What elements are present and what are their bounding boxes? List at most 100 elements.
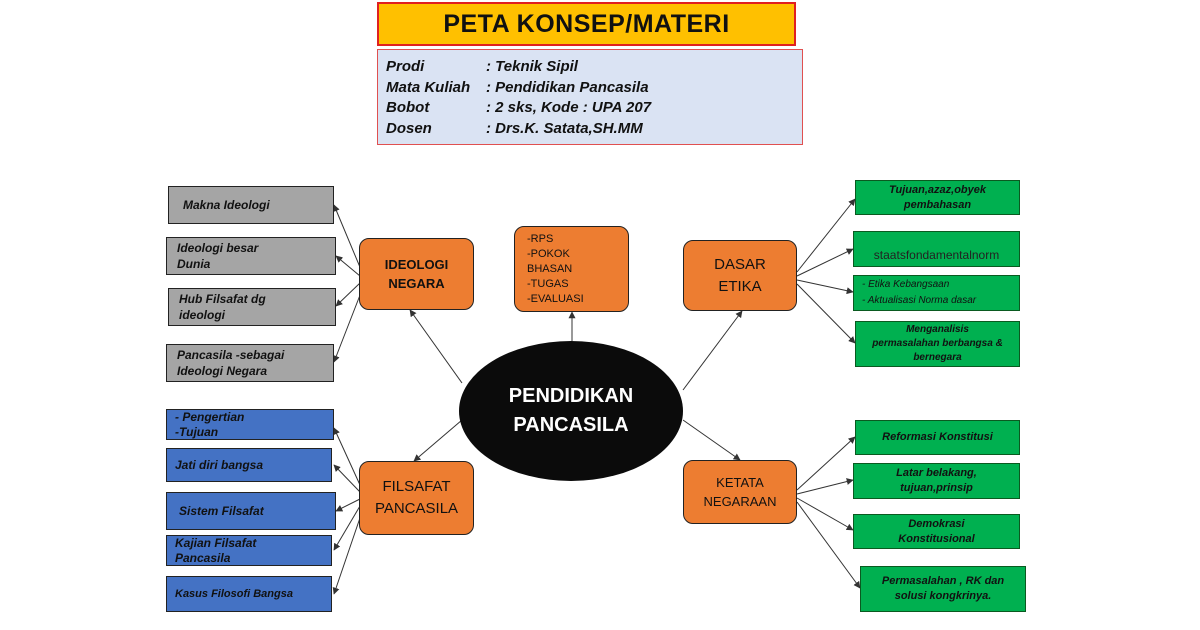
info-row-bobot: Bobot : 2 sks, Kode : UPA 207 — [386, 98, 802, 119]
node-label-line2: ETIKA — [718, 277, 762, 295]
leaf-line1: Kajian Filsafat — [175, 535, 257, 550]
link-center-ideologi — [409, 309, 463, 384]
rps-item: BHASAN — [527, 262, 573, 275]
info-value: : Teknik Sipil — [486, 58, 578, 75]
leaf-line1: Demokrasi — [908, 517, 965, 530]
center-label-line1: PENDIDIKAN — [508, 385, 634, 407]
course-info-panel: Prodi : Teknik Sipil Mata Kuliah : Pendi… — [377, 49, 803, 145]
center-node: PENDIDIKAN PANCASILA — [459, 341, 683, 481]
info-key: Prodi — [386, 58, 425, 75]
leaf-line2: permasalahan berbangsa & — [872, 338, 1003, 349]
link-center-filsafat — [413, 419, 463, 462]
dasar-leaf: staatsfondamentalnorm — [853, 231, 1020, 267]
node-dasar-etika: DASAR ETIKA — [683, 240, 797, 311]
ketata-leaf: Demokrasi Konstitusional — [853, 514, 1020, 549]
node-label-line1: KETATA — [716, 475, 764, 490]
node-label-line1: DASAR — [714, 255, 766, 273]
link-center-ketata — [682, 419, 741, 461]
filsafat-leaf: Kasus Filosofi Bangsa — [166, 576, 332, 612]
filsafat-leaf: Kajian Filsafat Pancasila — [166, 535, 332, 566]
leaf-line1: Tujuan,azaz,obyek — [889, 183, 986, 196]
rps-item: -POKOK — [527, 247, 570, 260]
leaf-line2: pembahasan — [903, 198, 972, 211]
dasar-leaf: Menganalisis permasalahan berbangsa & be… — [855, 321, 1020, 367]
info-row-dosen: Dosen : Drs.K. Satata,SH.MM — [386, 119, 802, 140]
link-dasar-leaf-4 — [796, 283, 856, 344]
link-filsafat-leaf-5 — [332, 511, 363, 595]
info-key: Mata Kuliah — [386, 78, 471, 96]
filsafat-leaf: - Pengertian -Tujuan — [166, 409, 334, 440]
leaf-line2: Dunia — [177, 257, 211, 271]
ideologi-leaf: Makna Ideologi — [168, 186, 334, 224]
leaf-line1: Kasus Filosofi Bangsa — [175, 588, 293, 600]
leaf-line1: Ideologi besar — [177, 241, 259, 255]
info-key: Bobot — [386, 99, 430, 116]
link-center-dasar — [682, 310, 743, 391]
leaf-line1: Makna Ideologi — [183, 198, 270, 212]
node-ketata-negaraan: KETATA NEGARAAN — [683, 460, 797, 524]
node-label-line2: NEGARAAN — [703, 494, 777, 509]
leaf-line1: Sistem Filsafat — [179, 504, 264, 518]
leaf-line1: staatsfondamentalnorm — [873, 247, 1000, 262]
leaf-line1: Reformasi Konstitusi — [882, 431, 993, 443]
filsafat-leaf: Jati diri bangsa — [166, 448, 332, 482]
node-label-line1: FILSAFAT — [382, 478, 451, 495]
node-label-line1: IDEOLOGI — [384, 257, 449, 272]
dasar-leaf: Tujuan,azaz,obyek pembahasan — [855, 180, 1020, 215]
info-value: : Drs.K. Satata,SH.MM — [486, 119, 643, 137]
link-ideologi-leaf-3 — [335, 282, 361, 307]
leaf-line2: - Aktualisasi Norma dasar — [862, 295, 977, 306]
info-value: : 2 sks, Kode : UPA 207 — [486, 99, 652, 116]
leaf-line2: ideologi — [179, 308, 225, 322]
link-ketata-leaf-2 — [796, 478, 854, 495]
link-dasar-leaf-3 — [796, 279, 854, 295]
leaf-line1: Pancasila -sebagai — [177, 348, 285, 362]
leaf-line2: Konstitusional — [898, 532, 975, 545]
leaf-line1: Permasalahan , RK dan — [881, 575, 1005, 587]
link-ideologi-leaf-2 — [335, 255, 361, 277]
rps-item: -EVALUASI — [527, 292, 584, 305]
link-filsafat-leaf-1 — [333, 427, 361, 486]
leaf-line1: - Etika Kebangsaan — [862, 279, 950, 290]
link-ideologi-leaf-4 — [333, 289, 363, 363]
link-filsafat-leaf-3 — [335, 498, 361, 512]
ketata-leaf: Permasalahan , RK dan solusi kongkrinya. — [860, 566, 1026, 612]
info-key: Dosen — [386, 119, 432, 137]
page-title: PETA KONSEP/MATERI — [377, 2, 796, 46]
leaf-line1: Menganalisis — [906, 324, 969, 335]
rps-item: -RPS — [527, 232, 554, 245]
leaf-line1: Hub Filsafat dg — [179, 292, 266, 306]
ketata-leaf: Latar belakang, tujuan,prinsip — [853, 463, 1020, 499]
link-ketata-leaf-3 — [796, 497, 854, 531]
link-ketata-leaf-4 — [796, 501, 861, 589]
leaf-line1: - Pengertian — [175, 409, 245, 424]
ideologi-leaf: Pancasila -sebagai Ideologi Negara — [166, 344, 334, 382]
node-label-line2: NEGARA — [388, 276, 445, 291]
link-ideologi-leaf-1 — [333, 204, 363, 273]
center-label-line2: PANCASILA — [513, 414, 629, 436]
leaf-line2: Pancasila — [175, 550, 231, 565]
leaf-line3: bernegara — [913, 352, 962, 363]
leaf-line2: -Tujuan — [175, 424, 219, 439]
leaf-line2: tujuan,prinsip — [900, 482, 973, 494]
node-ideologi-negara: IDEOLOGI NEGARA — [359, 238, 474, 310]
node-rps: -RPS -POKOK BHASAN -TUGAS -EVALUASI — [514, 226, 629, 312]
ideologi-leaf: Ideologi besar Dunia — [166, 237, 336, 275]
link-dasar-leaf-2 — [796, 248, 854, 277]
leaf-line1: Jati diri bangsa — [175, 458, 264, 472]
filsafat-leaf: Sistem Filsafat — [166, 492, 336, 530]
leaf-line1: Latar belakang, — [896, 467, 977, 479]
node-filsafat-pancasila: FILSAFAT PANCASILA — [359, 461, 474, 535]
info-value: : Pendidikan Pancasila — [486, 78, 649, 96]
ketata-leaf: Reformasi Konstitusi — [855, 420, 1020, 455]
node-label-line2: PANCASILA — [374, 500, 459, 517]
leaf-line2: Ideologi Negara — [177, 364, 268, 378]
link-filsafat-leaf-2 — [333, 464, 361, 493]
info-row-mata-kuliah: Mata Kuliah : Pendidikan Pancasila — [386, 78, 802, 99]
dasar-leaf: - Etika Kebangsaan - Aktualisasi Norma d… — [853, 275, 1020, 311]
ideologi-leaf: Hub Filsafat dg ideologi — [168, 288, 336, 326]
rps-item: -TUGAS — [527, 277, 569, 290]
link-ketata-leaf-1 — [796, 436, 856, 491]
link-dasar-leaf-1 — [796, 198, 856, 273]
link-filsafat-leaf-4 — [333, 505, 361, 551]
